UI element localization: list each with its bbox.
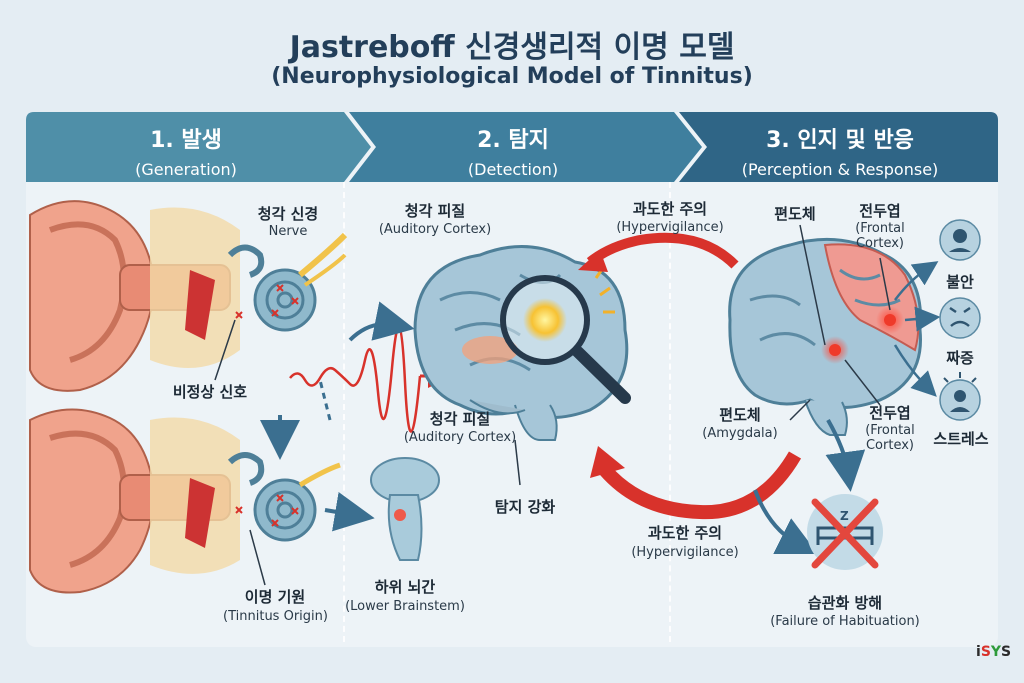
stage2-banner [349,112,702,182]
page-subtitle: (Neurophysiological Model of Tinnitus) [271,64,753,89]
dashed-link [318,379,332,421]
to-brainstem-arrow [324,491,375,532]
amygdala-bottom-label: 편도체 [719,406,761,424]
auditory-cortex-top-sub: (Auditory Cortex) [378,222,492,237]
auditory-cortex-bottom-sub: (Auditory Cortex) [403,430,517,445]
frontal-bottom-sub: (Frontal Cortex) [865,423,915,453]
brain-perception [728,237,923,436]
abnormal-signal-label: 비정상 신호 [172,383,248,401]
anxious-face-icon [939,219,981,261]
tinnitus-origin-label: 이명 기원 [244,588,306,606]
anxiety-label: 불안 [946,273,974,291]
brainstem-label: 하위 뇌간 [374,578,436,596]
hypervigilance-top-label: 과도한 주의 [632,200,708,218]
to-habituation-arrow [825,419,866,492]
origin-pointer-line [249,529,266,586]
up-to-brain-arrow [348,301,415,342]
nerve-label: 청각 신경 [257,205,319,223]
amygdala-top-label: 편도체 [774,205,816,223]
hypervigilance-bottom-sub: (Hypervigilance) [631,545,739,560]
habituation-sub: (Failure of Habituation) [770,614,920,629]
magnifying-glass-icon [500,267,631,404]
stage1-banner [26,112,371,182]
ear-illustration-top [29,200,348,392]
stage3-banner [679,112,998,182]
bed-sleep-icon: Z [807,494,883,570]
frontal-top-label: 전두엽 [859,202,901,220]
hypervigilance-arrow-top [586,232,739,269]
ear-illustration-bottom [29,408,341,594]
hypervigilance-bottom-label: 과도한 주의 [647,524,723,542]
stage-banners [26,112,998,182]
enhancement-pointer [514,439,521,486]
brainstem-sub: (Lower Brainstem) [345,599,465,614]
hypervigilance-top-sub: (Hypervigilance) [616,220,724,235]
stress-label: 스트레스 [933,430,989,448]
divider-1 [343,182,345,642]
habituation-label: 습관화 방해 [807,594,883,612]
divider-2 [669,182,671,642]
detection-enhancement-label: 탐지 강화 [494,498,556,516]
brainstem-illustration [370,457,440,561]
auditory-cortex-bottom-label: 청각 피질 [429,410,491,428]
tinnitus-origin-sub: (Tinnitus Origin) [223,609,328,624]
frontal-top-sub: (Frontal Cortex) [855,221,905,251]
nerve-sub: Nerve [268,224,308,239]
hypervigilance-arrow-bottom [599,451,802,520]
amygdala-bottom-sub: (Amygdala) [702,426,778,441]
stage3-heading: 3. 인지 및 반응 (Perception & Response) [741,128,939,179]
angry-face-icon [939,297,981,339]
irritation-label: 짜증 [946,349,974,367]
perception-pointers [789,224,891,421]
emotion-arrows [893,261,941,397]
signal-pointer-line [214,319,236,381]
loop-to-habituation-arrow [753,489,818,554]
frontal-bottom-label: 전두엽 [869,404,911,422]
stressed-person-icon [939,372,981,421]
stage1-heading: 1. 발생 (Generation) [135,128,237,179]
page-title: Jastreboff 신경생리적 이명 모델 [289,30,735,65]
stage2-heading: 2. 탐지 (Detection) [467,128,559,179]
abnormal-wave [289,326,422,433]
auditory-cortex-top-label: 청각 피질 [404,202,466,220]
isys-logo: iSYS [976,644,1012,660]
svg-text:Z: Z [840,509,849,523]
